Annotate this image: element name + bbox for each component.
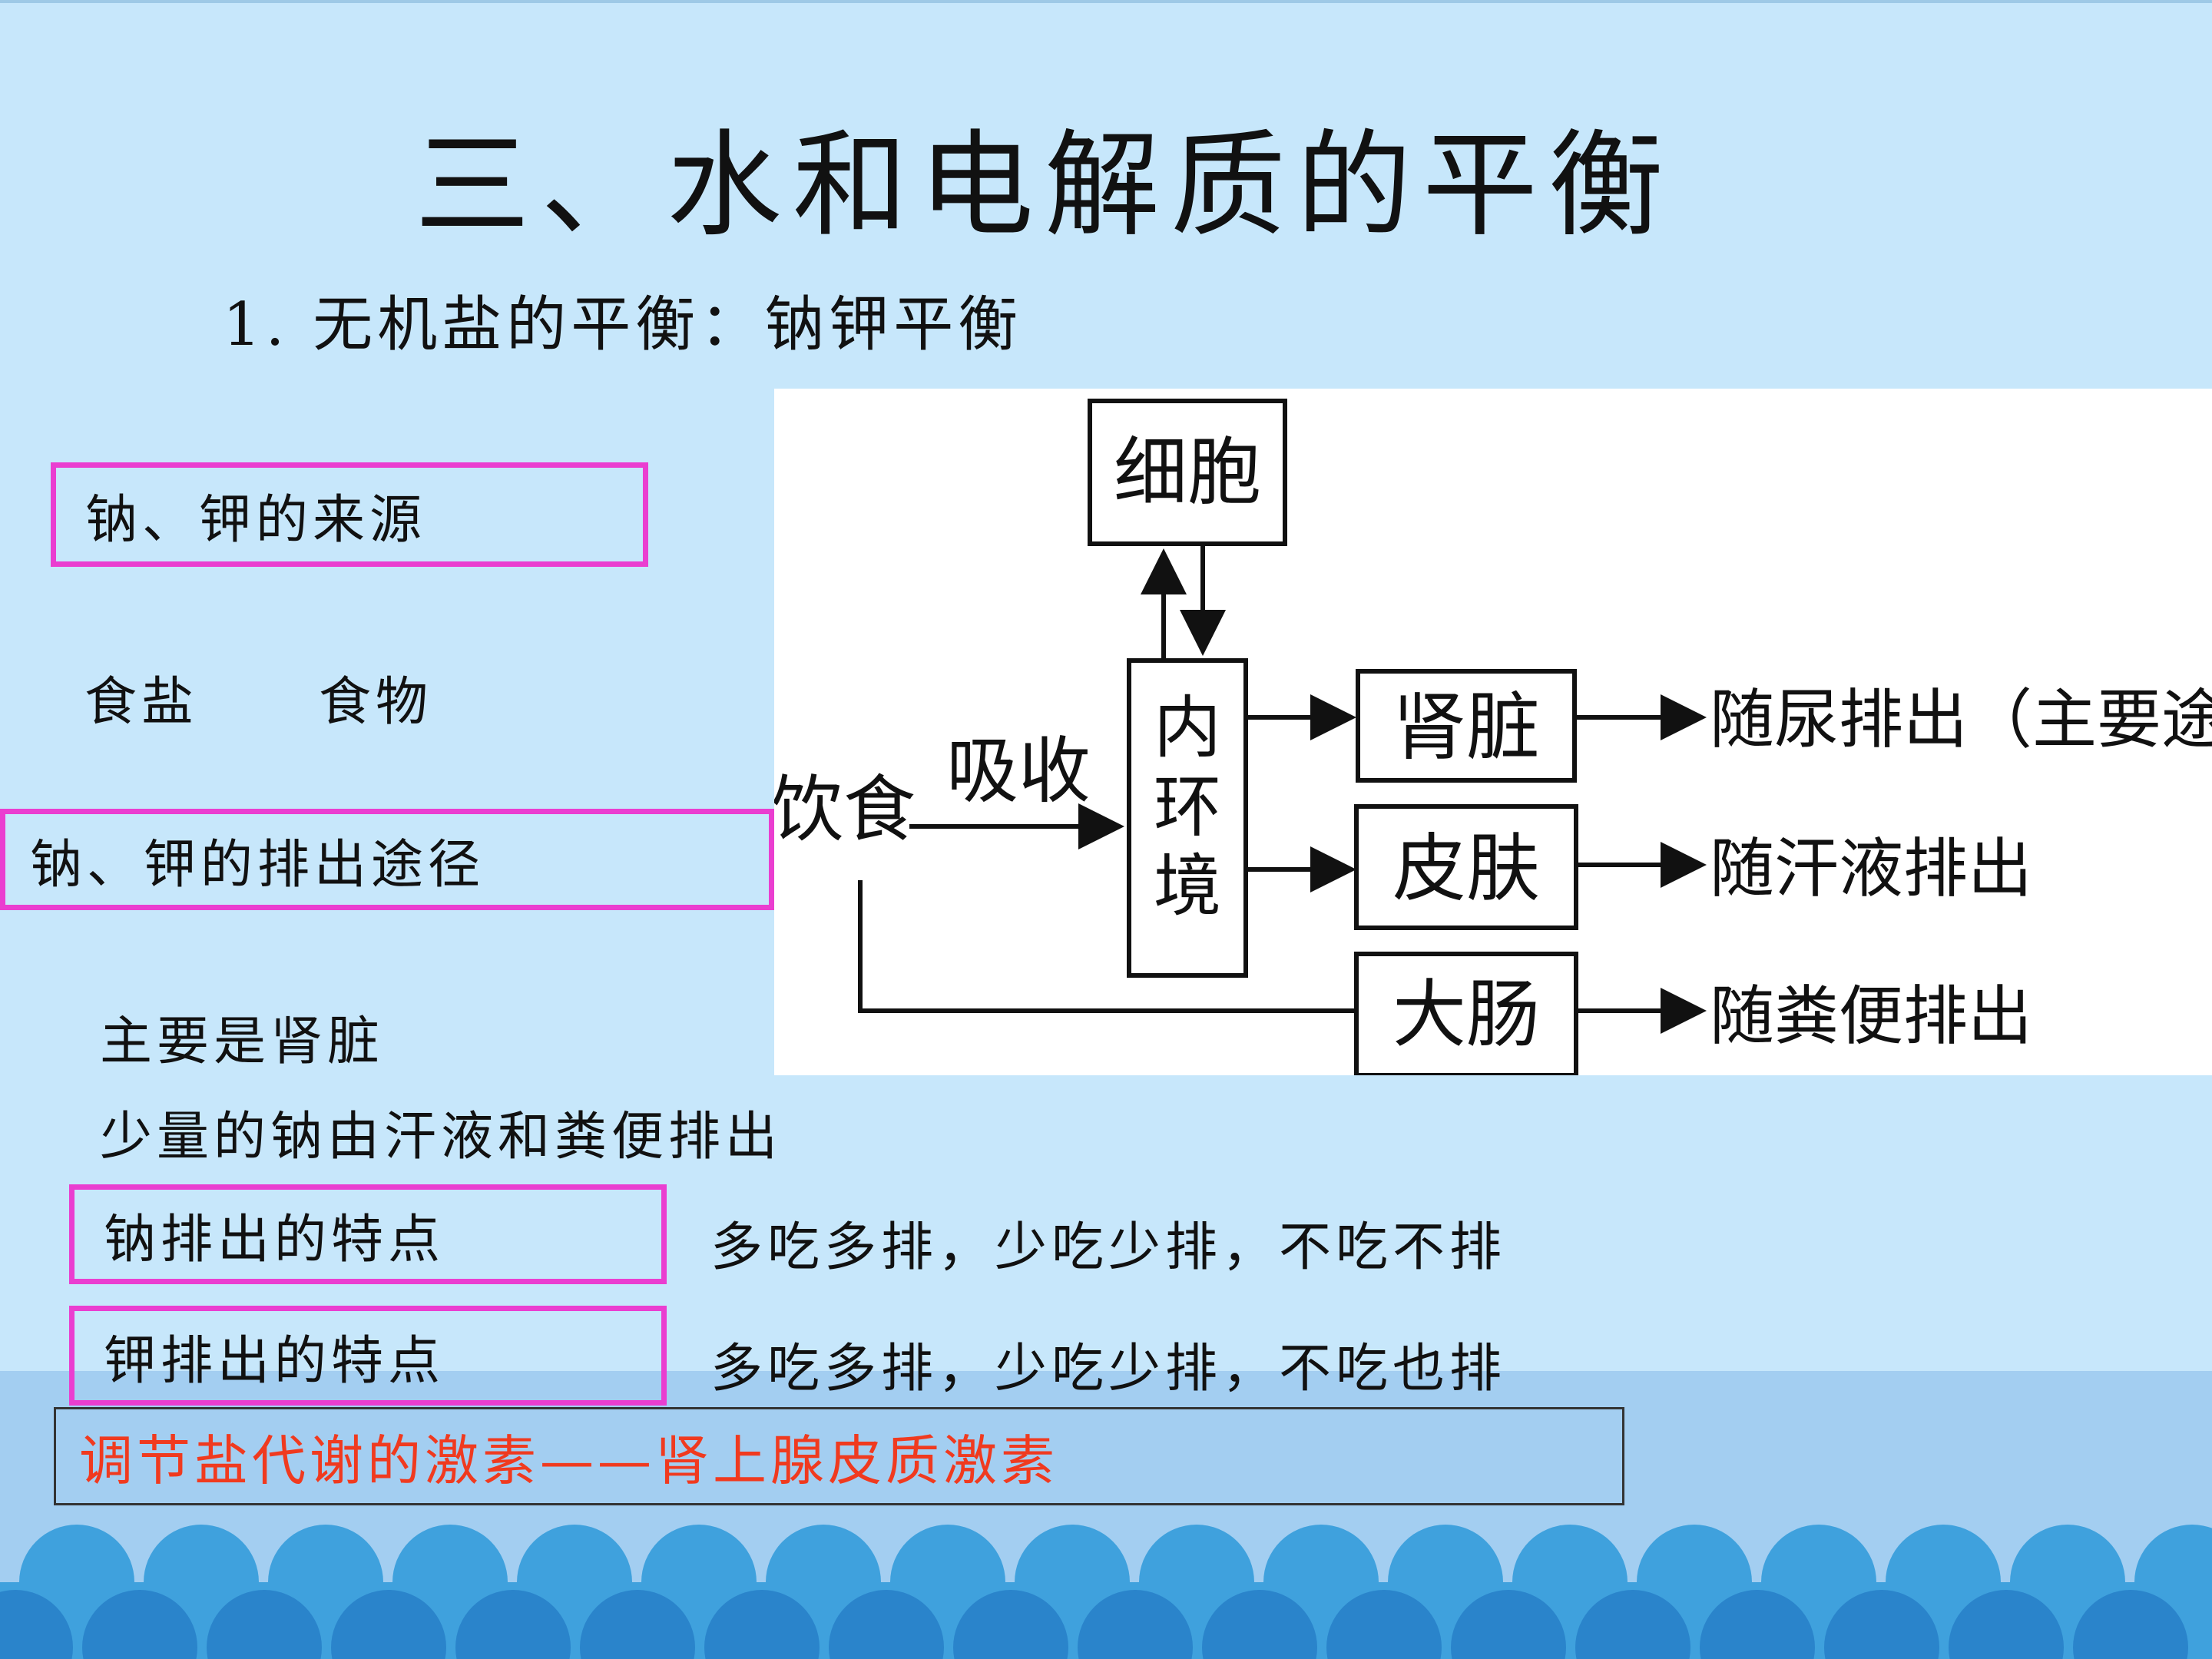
source-heading: 钠、钾的来源 xyxy=(85,489,427,551)
hormone-line: 调节盐代谢的激素——肾上腺皮质激素 xyxy=(79,1429,1058,1492)
hormone-box: 调节盐代谢的激素——肾上腺皮质激素 xyxy=(54,1407,1624,1505)
cell-label: 细胞 xyxy=(1114,429,1261,515)
arrow-diet-to-intestine xyxy=(858,880,1504,1034)
out-intestine-label: 随粪便排出 xyxy=(1710,979,2032,1054)
top-edge xyxy=(0,0,2212,3)
sodium-heading-box: 钠排出的特点 xyxy=(69,1184,667,1284)
internal-env-char-3: 境 xyxy=(1154,846,1221,926)
slide-title: 三、水和电解质的平衡 xyxy=(414,119,1674,253)
source-food: 食物 xyxy=(319,672,433,733)
excretion-main: 主要是肾脏 xyxy=(100,1012,385,1072)
sodium-rule: 多吃多排，少吃少排，不吃不排 xyxy=(710,1217,1507,1278)
sodium-potassium-diagram: 细胞 内 环 境 饮食 吸收 肾脏 皮肤 大肠 随尿排出（主要途径） 随汗液排 xyxy=(771,389,2212,1078)
out-kidney-label: 随尿排出（主要途径） xyxy=(1710,682,2212,757)
slide-subtitle: 1. 无机盐的平衡：钠钾平衡 xyxy=(223,290,1023,359)
potassium-heading: 钾排出的特点 xyxy=(104,1330,445,1392)
skin-label: 皮肤 xyxy=(1392,826,1540,912)
kidney-label: 肾脏 xyxy=(1392,684,1540,770)
intestine-label: 大肠 xyxy=(1392,972,1540,1058)
internal-env-char-2: 环 xyxy=(1154,767,1221,846)
source-salt: 食盐 xyxy=(84,672,199,733)
potassium-heading-box: 钾排出的特点 xyxy=(69,1306,667,1406)
kidney-box xyxy=(1356,669,1577,783)
diet-label: 饮食 xyxy=(774,768,916,852)
excretion-heading-box: 钠、钾的排出途径 xyxy=(0,809,774,910)
wave-decoration xyxy=(0,1525,2212,1659)
internal-env-char-1: 内 xyxy=(1154,688,1221,767)
sodium-heading: 钠排出的特点 xyxy=(104,1209,445,1270)
source-heading-box: 钠、钾的来源 xyxy=(51,462,648,567)
internal-env-box xyxy=(1127,658,1248,978)
skin-box xyxy=(1354,804,1578,930)
potassium-rule: 多吃多排，少吃少排，不吃也排 xyxy=(710,1339,1507,1399)
absorb-label: 吸收 xyxy=(946,730,1091,813)
cell-box xyxy=(1088,399,1287,546)
out-skin-label: 随汗液排出 xyxy=(1710,831,2032,906)
excretion-heading: 钠、钾的排出途径 xyxy=(30,834,485,896)
excretion-minor: 少量的钠由汗液和粪便排出 xyxy=(100,1107,783,1167)
